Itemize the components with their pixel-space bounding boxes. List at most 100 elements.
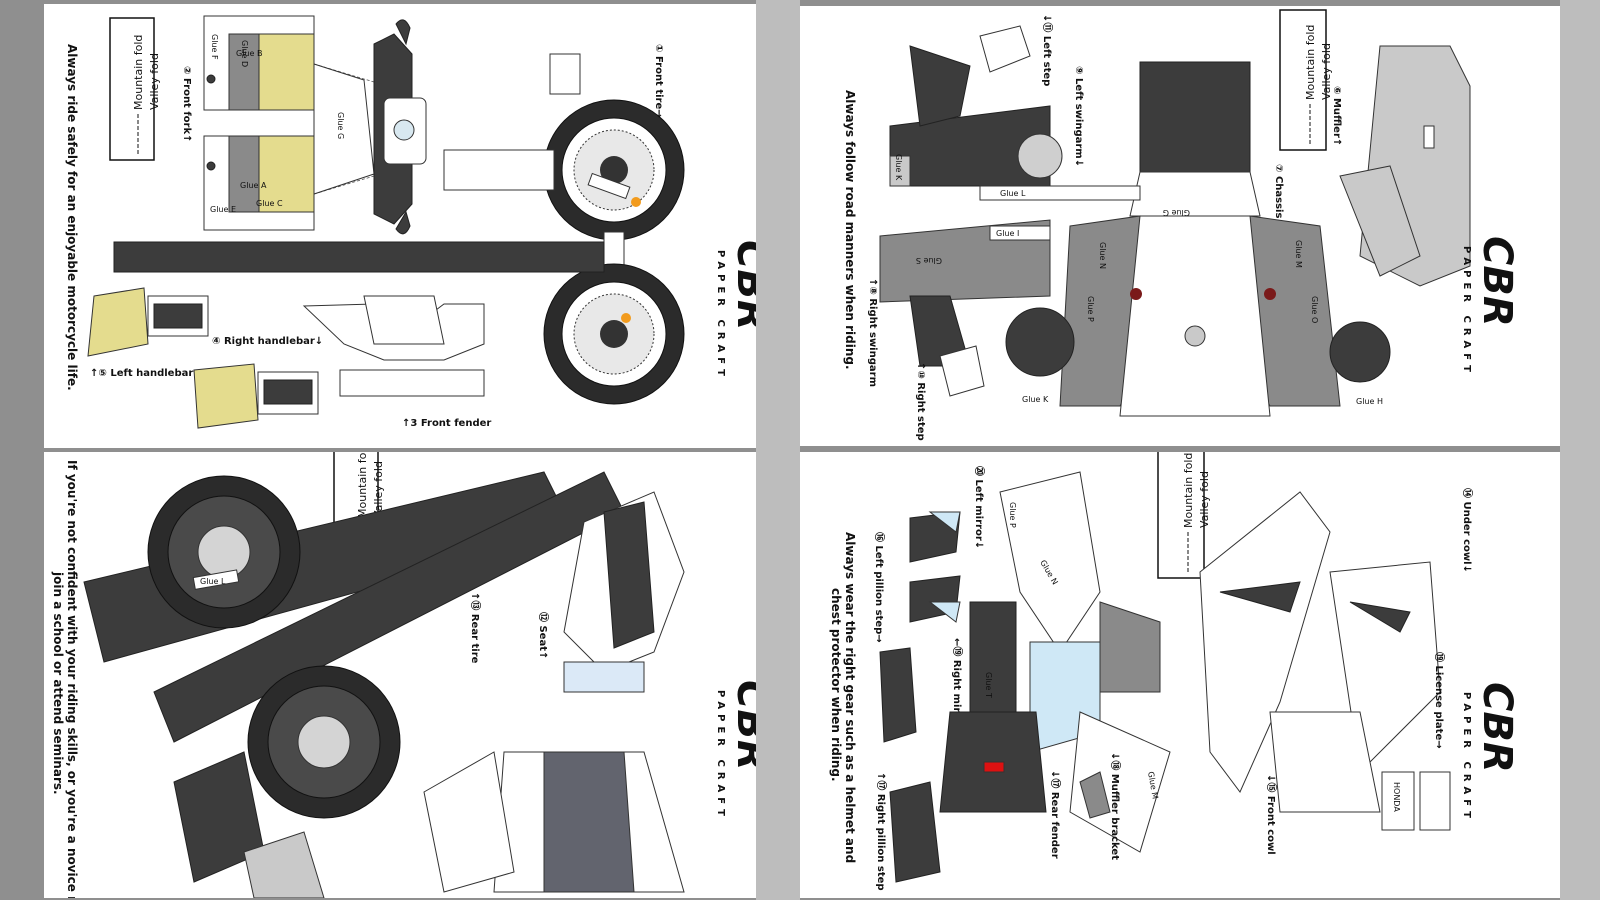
muffler-bracket-part [1079,771,1111,819]
right-step-label: ↑⑩ Right step [915,362,926,441]
sheet-rear-parts: Mountain fold Valley fold If you're not … [44,452,756,898]
safety-note: Always ride safely for an enjoyable moto… [65,44,79,391]
gear-note: Always wear the right gear such as a hel… [843,532,857,863]
logo-sub-2: PAPER CRAFT [715,690,726,821]
glue-b-label: Glue B [236,49,262,58]
glue-p-label: Glue P [1086,296,1095,322]
cbr-logo: CBR PAPER CRAFT [715,240,756,381]
glue-g3-label: Glue G [1163,208,1190,217]
glue-d-label: Glue D [240,40,249,67]
right-margin [1560,0,1600,900]
left-step-part [979,25,1031,73]
sheet-cowl-parts-drawing: Mountain fold Valley fold Always wear th… [829,452,1520,891]
license-plate-label: ⑲ License plate→ [1433,652,1446,749]
front-tire-label: ① Front tire→ [653,44,664,118]
front-fork-label: ② Front fork↑ [181,66,192,143]
right-step-part [939,345,985,397]
front-cowl-label: ↓⑮ Front cowl [1265,774,1278,855]
glue-n-label: Glue N [1098,242,1107,269]
legend-valley-2: Valley fold [372,461,385,518]
rear-fender-label: ↓⑰ Rear fender [1049,770,1062,859]
logo-mark-4: CBR [1474,682,1520,773]
rear-tire-label: ↑⑬ Rear tire [469,592,482,664]
fold-legend: Mountain fold Valley fold [109,17,161,161]
front-fender-part [302,295,485,397]
glue-k3-label: Glue K [894,154,903,181]
license-plate-part: HONDA [1381,771,1451,831]
left-step-label: ↓⑪ Left step [1041,14,1054,86]
legend-valley-4: Valley fold [1198,471,1211,528]
gear-note-2: chest protector when riding. [829,588,843,782]
page-gutter [756,0,800,900]
muffler-bracket-label: ↓⑱ Muffler bracket [1109,752,1122,860]
road-manners-note: Always follow road manners when riding. [843,90,857,370]
sheet-cowl-parts: Mountain fold Valley fold Always wear th… [800,452,1560,898]
cbr-logo-3: CBR PAPER CRAFT [1461,236,1520,377]
left-swingarm-part: Glue L Glue K [889,45,1141,201]
sheet-chassis-parts: Mountain fold Valley fold Always follow … [800,6,1560,446]
sheet-chassis-parts-drawing: Mountain fold Valley fold Always follow … [843,9,1520,441]
left-mirror-label: ⑳ Left mirror↓ [973,466,986,549]
glue-t-label: Glue T [984,672,993,698]
legend-mountain-2: Mountain fold [356,452,369,518]
left-pillion-step-label: ⑯ Left pillion step→ [873,532,886,643]
glue-a-label: Glue A [240,181,267,190]
logo-mark-2: CBR [728,680,756,771]
under-cowl-part [1199,491,1441,813]
glue-p4-label: Glue P [1008,502,1017,528]
seat-label: ⑫ Seat↑ [537,612,550,659]
right-handlebar-label: ④ Right handlebar↓ [212,336,323,347]
right-pillion-step-part [889,781,941,883]
cbr-logo-4: CBR PAPER CRAFT [1461,682,1520,823]
logo-sub: PAPER CRAFT [715,250,726,381]
left-handlebar-part [193,363,319,429]
glue-e-label: Glue E [210,205,236,214]
under-cowl-label: ⑭ Under cowl↓ [1461,488,1474,573]
front-tire-strip [113,241,605,273]
honda-brand: HONDA [1392,782,1401,812]
fold-legend-3: Mountain fold Valley fold [1279,9,1333,151]
right-mirror-label: ←⑲ Right mirror [951,638,964,729]
front-fender-label: ↑3 Front fender [402,418,491,429]
glue-c-label: Glue C [256,199,283,208]
right-swingarm-label: ↑⑧ Right swingarm [867,278,878,387]
glue-g-label: Glue G [336,112,345,139]
front-cowl-part: Glue P Glue N Glue M [999,471,1171,853]
right-pillion-step-label: ↑⑰ Right pillion step [875,772,888,891]
sheet-front-parts: Mountain fold Valley fold Always ride sa… [44,4,756,448]
skills-note-2: join a school or attend seminars. [51,571,65,795]
glue-f-label: Glue F [210,34,219,60]
legend-mountain: Mountain fold [132,35,145,110]
glue-s-label: Glue S [916,256,942,265]
glue-i-label: Glue I [996,229,1019,238]
seat-part [423,491,685,893]
sheet-rear-parts-drawing: Mountain fold Valley fold If you're not … [51,452,756,898]
right-swingarm-part: Glue I Glue S [879,219,1051,367]
legend-valley: Valley fold [148,53,161,110]
logo-sub-3: PAPER CRAFT [1461,246,1472,377]
fold-legend-4: Mountain fold Valley fold [1157,452,1211,579]
rear-fender-part: Glue T [939,601,1047,813]
glue-o-label: Glue O [1310,296,1319,323]
legend-mountain-4: Mountain fold [1182,453,1195,528]
cbr-logo-2: CBR PAPER CRAFT [715,680,756,821]
glue-m-label: Glue M [1294,240,1303,268]
glue-l-label: Glue L [200,577,226,586]
chassis-part: Glue G Glue K Glue H Glue N Glue M Glue … [1005,61,1391,417]
rear-tire-part: Glue L [83,471,625,898]
chassis-label: ⑦ Chassis↓ [1273,164,1284,227]
logo-mark: CBR [728,240,756,331]
left-mirror-part [909,511,961,563]
sheet-front-parts-drawing: Mountain fold Valley fold Always ride sa… [65,15,756,429]
front-fork-part: Glue F Glue D Glue B Glue A Glue E Glue … [203,15,375,231]
glue-l3-label: Glue L [1000,189,1026,198]
logo-mark-3: CBR [1474,236,1520,327]
left-handlebar-label: ↑⑤ Left handlebar [90,368,193,379]
muffler-part [1339,45,1471,287]
right-handlebar-part [87,287,209,357]
legend-mountain-3: Mountain fold [1304,25,1317,100]
legend-valley-3: Valley fold [1320,43,1333,100]
left-pillion-step-part [879,647,917,743]
glue-k-label: Glue K [1022,395,1049,404]
